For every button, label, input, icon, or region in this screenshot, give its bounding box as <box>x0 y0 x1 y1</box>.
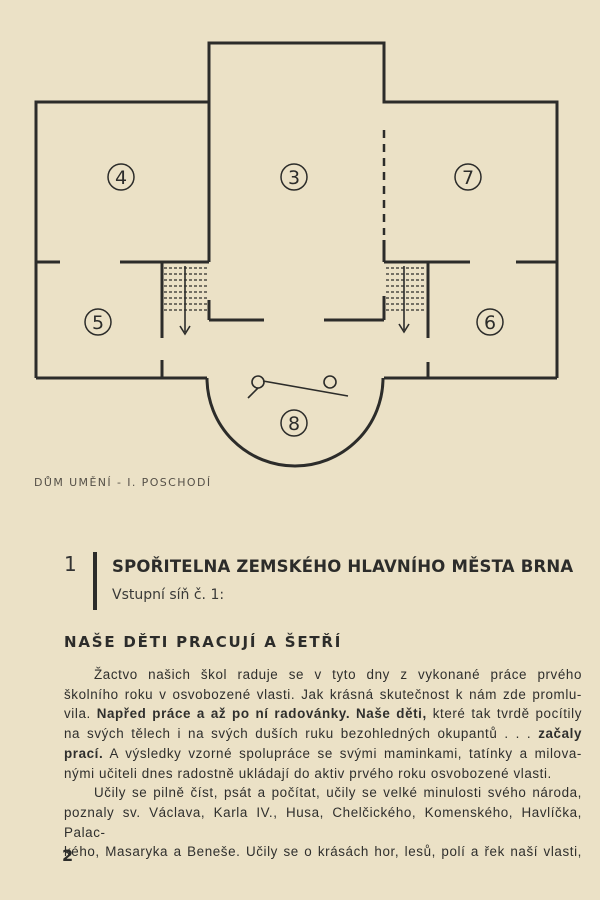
room-number: 3 <box>288 167 300 189</box>
room-number: 4 <box>115 167 127 189</box>
room-marker-4: 4 <box>107 163 135 191</box>
room-marker-7: 7 <box>454 163 482 191</box>
section-subtitle: Vstupní síň č. 1: <box>112 587 225 603</box>
room-marker-6: 6 <box>476 308 504 336</box>
body-line: Žactvo našich škol raduje se v tyto dny … <box>94 667 582 682</box>
body-line: Učily se pilně číst, psát a počítat, uči… <box>94 785 582 801</box>
article-body: Žactvo našich škol raduje se v tyto dny … <box>64 665 582 862</box>
section-number: 1 <box>64 552 77 576</box>
body-line: na svých tělech i na svých duších ruku b… <box>64 726 582 742</box>
floor-plan-caption: DŮM UMĚNÍ - I. POSCHODÍ <box>34 476 212 489</box>
room-number: 5 <box>92 312 104 334</box>
body-line: prací. A výsledky vzorné spolupráce se s… <box>64 745 582 761</box>
section-title: SPOŘITELNA ZEMSKÉHO HLAVNÍHO MĚSTA BRNA <box>112 557 574 576</box>
floor-plan-walls <box>34 41 559 468</box>
body-line: vila. Napřed práce a až po ní radovánky.… <box>64 706 582 722</box>
staircase-left <box>164 266 207 336</box>
room-marker-8: 8 <box>280 409 308 437</box>
body-line: nými učiteli dnes radostně ukládají do a… <box>64 765 552 781</box>
page-number: 2 <box>62 846 74 865</box>
room-number: 6 <box>484 312 496 334</box>
room-marker-5: 5 <box>84 308 112 336</box>
floor-plan: 4 3 7 5 6 8 <box>34 41 559 468</box>
section-divider-bar <box>93 552 97 610</box>
entrance-gate <box>247 375 349 399</box>
article-heading: NAŠE DĚTI PRACUJÍ A ŠETŘÍ <box>64 633 343 651</box>
staircase-right <box>386 266 426 334</box>
body-line: kého, Masaryka a Beneše. Učily se o krás… <box>64 844 582 860</box>
body-line: školního roku v osvobozené vlasti. Jak k… <box>64 686 582 702</box>
room-number: 7 <box>462 167 474 189</box>
body-line: poznaly sv. Václava, Karla IV., Husa, Ch… <box>64 804 582 840</box>
room-marker-3: 3 <box>280 163 308 191</box>
room-number: 8 <box>288 413 300 435</box>
